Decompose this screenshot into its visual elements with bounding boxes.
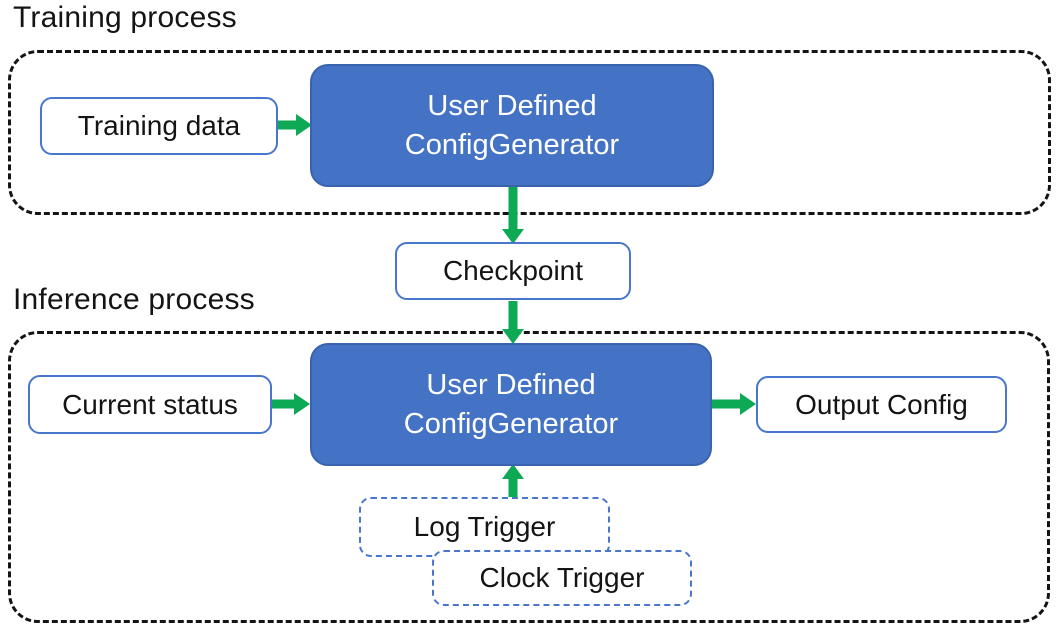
inference-generator-line2: ConfigGenerator xyxy=(403,407,619,440)
inference-generator-line1: User Defined xyxy=(426,368,596,401)
log-trigger-label: Log Trigger xyxy=(413,511,556,542)
arrow-head xyxy=(502,464,524,479)
log-trigger-box: Log Trigger xyxy=(359,497,610,557)
arrow-triggers-to-generator-icon xyxy=(502,464,524,498)
training-config-generator-box: User Defined ConfigGenerator xyxy=(310,64,714,187)
training-generator-line1: User Defined xyxy=(427,89,597,122)
training-generator-line2: ConfigGenerator xyxy=(404,128,620,161)
arrow-shaft xyxy=(508,477,518,498)
arrow-current-status-to-generator-icon xyxy=(272,393,310,415)
arrow-training-data-to-generator-icon xyxy=(276,114,312,136)
inference-process-container xyxy=(8,331,1050,623)
arrow-head xyxy=(502,229,524,244)
clock-trigger-box: Clock Trigger xyxy=(432,550,692,606)
arrow-head xyxy=(296,114,312,136)
training-data-box: Training data xyxy=(40,97,278,155)
checkpoint-label: Checkpoint xyxy=(442,255,584,286)
arrow-shaft xyxy=(272,399,296,409)
arrow-shaft xyxy=(508,187,518,231)
checkpoint-box: Checkpoint xyxy=(395,242,631,300)
arrow-head xyxy=(294,393,310,415)
output-config-box: Output Config xyxy=(756,376,1007,433)
arrow-checkpoint-to-inference-generator-icon xyxy=(502,301,524,344)
output-config-label: Output Config xyxy=(795,388,968,420)
arrow-head xyxy=(740,393,756,415)
training-process-label: Training process xyxy=(13,1,237,34)
clock-trigger-label: Clock Trigger xyxy=(479,562,645,593)
inference-config-generator-box: User Defined ConfigGenerator xyxy=(310,343,712,466)
arrow-shaft xyxy=(276,120,298,130)
arrow-generator-to-output-config-icon xyxy=(712,393,756,415)
arrow-shaft xyxy=(712,399,742,409)
current-status-label: Current status xyxy=(62,388,238,420)
arrow-head xyxy=(502,329,524,344)
training-process-container xyxy=(8,50,1051,215)
current-status-box: Current status xyxy=(28,375,272,434)
arrow-generator-to-checkpoint-icon xyxy=(502,187,524,244)
training-data-label: Training data xyxy=(77,110,241,141)
arrow-shaft xyxy=(508,301,518,331)
inference-process-label: Inference process xyxy=(13,283,255,316)
